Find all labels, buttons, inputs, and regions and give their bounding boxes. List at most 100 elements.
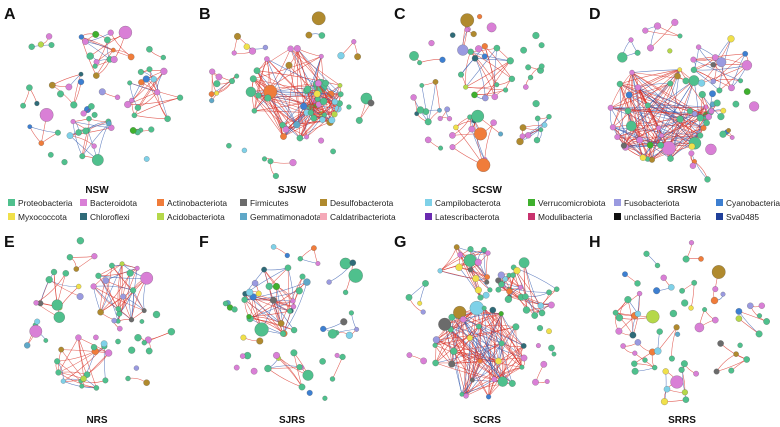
network-node [348,268,363,283]
network-node [710,62,716,68]
module-nodes [437,244,493,301]
network-node [481,246,487,253]
network-node [682,255,690,263]
positive-edge [435,360,499,364]
network-node [93,385,100,391]
network-node [477,294,484,301]
network-node [116,310,123,317]
network-node [241,296,248,303]
legend-swatch [8,213,15,220]
network-node [337,52,345,60]
network-node [705,113,712,121]
module-nodes [520,31,545,54]
panel-letter: G [394,234,406,251]
network-node [490,119,497,126]
network-node [239,353,246,359]
negative-edge [461,337,471,395]
network-node [233,364,240,371]
legend-swatch [240,213,247,220]
network-node [612,309,619,316]
network-node [522,293,529,300]
legend-item: unclassified Bacteria [614,212,701,222]
module-nodes [124,66,184,123]
module-nodes [297,245,321,266]
network-node [438,145,444,151]
legend-item: Caldatribacteriota [320,212,396,222]
network-node [691,279,698,286]
network-node [280,133,287,140]
network-node [24,342,31,349]
legend-label: Proteobacteria [18,198,73,208]
network-node [264,94,272,102]
network-node [712,286,719,293]
network-node [644,102,651,109]
network-node [738,78,744,84]
network-node [319,116,326,123]
positive-edge [637,87,661,146]
network-node [76,283,82,290]
network-node [682,77,690,85]
module-nodes [642,18,683,54]
network-node [270,244,277,250]
network-node [240,334,247,341]
network-node [93,334,99,341]
network-node [659,133,665,138]
negative-edge [698,46,714,66]
network-node [367,99,375,107]
network-node [127,53,135,61]
network-node [534,115,541,122]
network-node [504,295,513,303]
legend-swatch [425,213,432,220]
network-node [290,326,298,334]
positive-edge [439,246,457,272]
network-node [541,122,548,128]
negative-edge [282,282,308,334]
legend-swatch [716,213,723,220]
network-node [304,134,310,140]
network-node [414,111,420,117]
network-node [625,91,633,99]
network-node [432,359,439,367]
network-node [299,273,306,280]
network-node [80,110,87,117]
module-nodes [208,68,240,104]
module-nodes [300,79,343,123]
positive-edge [637,87,641,141]
network-node [295,287,303,295]
network-node [629,331,637,339]
positive-edge [256,48,291,71]
network-node [688,150,695,157]
positive-edge [98,268,138,277]
network-node [314,79,322,87]
network-node [315,261,321,266]
network-node [432,342,438,348]
negative-edge [131,268,138,320]
module-nodes [713,340,750,375]
network-node [27,124,33,130]
negative-edge [463,319,499,362]
network-node [249,293,257,301]
network-node [300,102,308,110]
network-node [337,83,343,88]
module-nodes [532,360,550,386]
module-nodes [20,84,40,109]
panel-letter: F [199,234,209,251]
positive-edge [610,69,680,109]
network-node [261,266,267,273]
network-node [419,83,425,88]
network-node [342,289,349,296]
positive-edge [629,83,671,96]
network-node [298,383,306,391]
module-edges [738,305,767,335]
network-node [667,48,673,54]
module-nodes [523,63,545,90]
network-node [256,337,264,345]
network-node [728,367,735,374]
network-node [326,279,332,285]
network-node [540,360,548,368]
panel-name: SJSW [278,185,307,196]
network-node [698,79,706,87]
network-node [327,90,335,98]
positive-edge [713,53,746,82]
